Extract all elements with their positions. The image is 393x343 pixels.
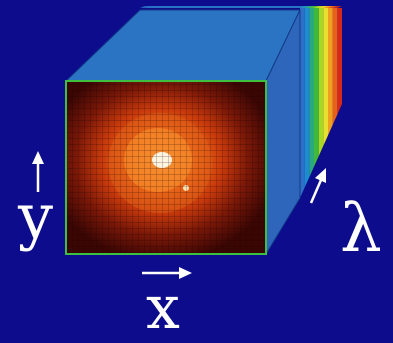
spectral-slice-side — [314, 8, 319, 167]
datacube-diagram — [32, 6, 342, 279]
x-axis-arrow — [142, 267, 192, 279]
x-axis-label: x — [146, 273, 180, 343]
spectral-slice-side — [318, 8, 324, 157]
wavelength-axis-arrow — [309, 168, 326, 204]
spectral-slice-side — [309, 8, 314, 178]
y-axis-label: y — [18, 180, 54, 253]
spectral-slice-side — [328, 8, 333, 136]
spectral-slices — [140, 6, 342, 198]
spectral-slice-side — [337, 8, 342, 115]
image-border — [65, 80, 267, 255]
spectral-slice-side — [304, 8, 310, 188]
wavelength-axis-label: λ — [340, 190, 382, 267]
spectral-slice-side — [332, 8, 338, 125]
spectral-slice-side — [323, 8, 328, 146]
spectral-slice-top — [140, 6, 305, 8]
cube-top-face — [64, 9, 301, 82]
galaxy-image — [65, 80, 267, 255]
spectral-slice-side — [300, 8, 305, 198]
y-axis-arrow — [32, 151, 44, 192]
